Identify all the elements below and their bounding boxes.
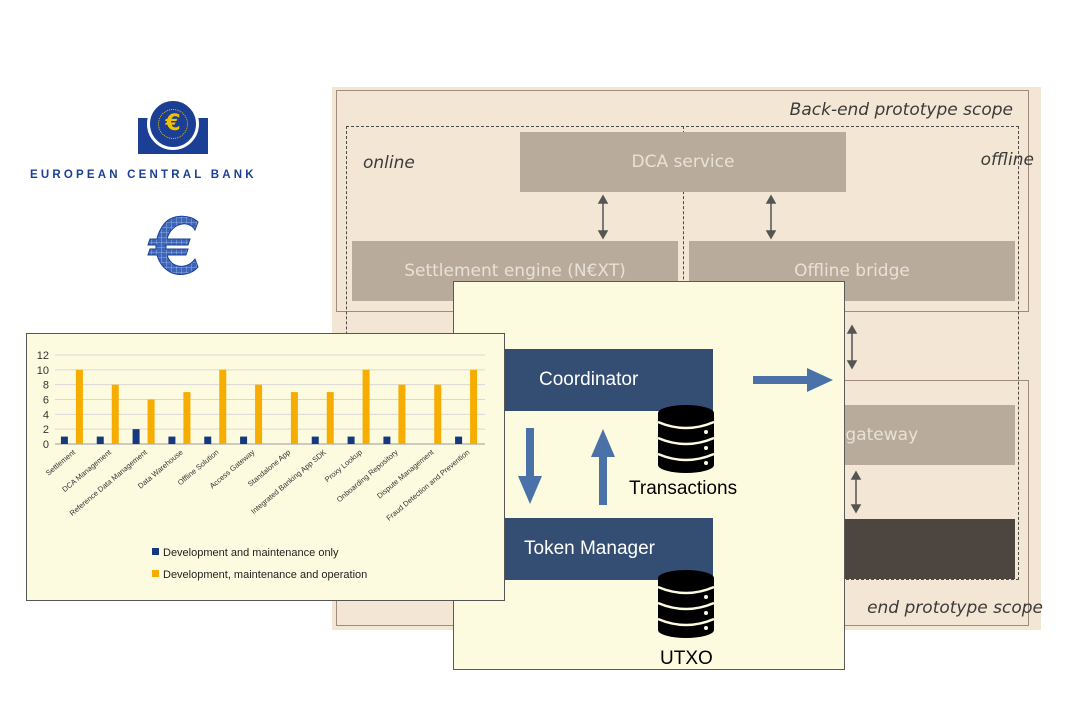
legend-label: Development, maintenance and operation	[163, 569, 367, 581]
x-tick-label: Integrated Banking App SDK	[249, 448, 328, 516]
double-arrow-bridge-gateway	[846, 324, 858, 370]
bar-dev-only	[96, 436, 104, 444]
back-end-scope-label: Back-end prototype scope	[789, 100, 1013, 120]
bar-dev-only	[168, 436, 176, 444]
ecb-name: EUROPEAN CENTRAL BANK	[30, 169, 257, 181]
database-icon	[657, 405, 715, 473]
bar-dev-only	[60, 436, 68, 444]
double-arrow-gateway-dark	[850, 470, 862, 514]
bar-dev-only	[204, 436, 212, 444]
y-tick-label: 2	[43, 424, 49, 436]
bar-dev-op	[219, 369, 227, 444]
arrow-down-icon	[518, 428, 542, 504]
offline-label: offline	[980, 150, 1034, 170]
euro-glyph: €	[165, 111, 181, 136]
token-manager-box: Token Manager	[503, 518, 713, 580]
bar-dev-op	[290, 392, 298, 444]
database-icon	[657, 570, 715, 638]
arrow-right-icon	[753, 368, 833, 392]
legend-swatch	[152, 570, 159, 577]
y-tick-label: 4	[43, 409, 49, 421]
double-arrow-dca-settlement	[597, 194, 609, 240]
x-tick-label: Onboarding Repository	[335, 447, 400, 504]
online-label: online	[363, 153, 415, 173]
double-arrow-dca-bridge	[765, 194, 777, 240]
bar-dev-only	[311, 436, 319, 444]
y-tick-label: 10	[37, 365, 49, 377]
bar-dev-only	[347, 436, 355, 444]
coordinator-box: Coordinator	[503, 349, 713, 411]
x-tick-label: Settlement	[44, 447, 78, 478]
bar-dev-op	[362, 369, 370, 444]
bar-dev-op	[255, 384, 263, 444]
coordinator-label: Coordinator	[539, 369, 639, 390]
euro-3d-icon	[147, 215, 199, 275]
euro-circle-icon: €	[147, 98, 199, 150]
arrow-up-icon	[591, 429, 615, 505]
bar-dev-op	[183, 392, 191, 444]
y-tick-label: 6	[43, 395, 49, 407]
bar-dev-only	[240, 436, 248, 444]
legend-label: Development and maintenance only	[163, 547, 339, 559]
front-end-scope-label: end prototype scope	[867, 598, 1043, 618]
y-tick-label: 0	[43, 439, 49, 451]
bar-dev-only	[132, 429, 140, 444]
euro-stars-ring: €	[158, 109, 188, 139]
bar-dev-only	[383, 436, 391, 444]
bar-dev-op	[326, 392, 334, 444]
bar-dev-op	[147, 399, 155, 444]
bar-dev-only	[455, 436, 463, 444]
y-tick-label: 12	[37, 350, 49, 362]
token-manager-label: Token Manager	[524, 538, 655, 559]
y-tick-label: 8	[43, 380, 49, 392]
legend-swatch	[152, 548, 159, 555]
bar-dev-op	[434, 384, 442, 444]
dca-service-box: DCA service	[520, 132, 846, 192]
transactions-label: Transactions	[629, 478, 738, 499]
bar-dev-op	[470, 369, 478, 444]
ledger-overlay-panel	[453, 281, 845, 670]
utxo-label: UTXO	[660, 648, 713, 669]
bar-dev-op	[398, 384, 406, 444]
bar-dev-op	[111, 384, 119, 444]
bar-dev-op	[75, 369, 83, 444]
